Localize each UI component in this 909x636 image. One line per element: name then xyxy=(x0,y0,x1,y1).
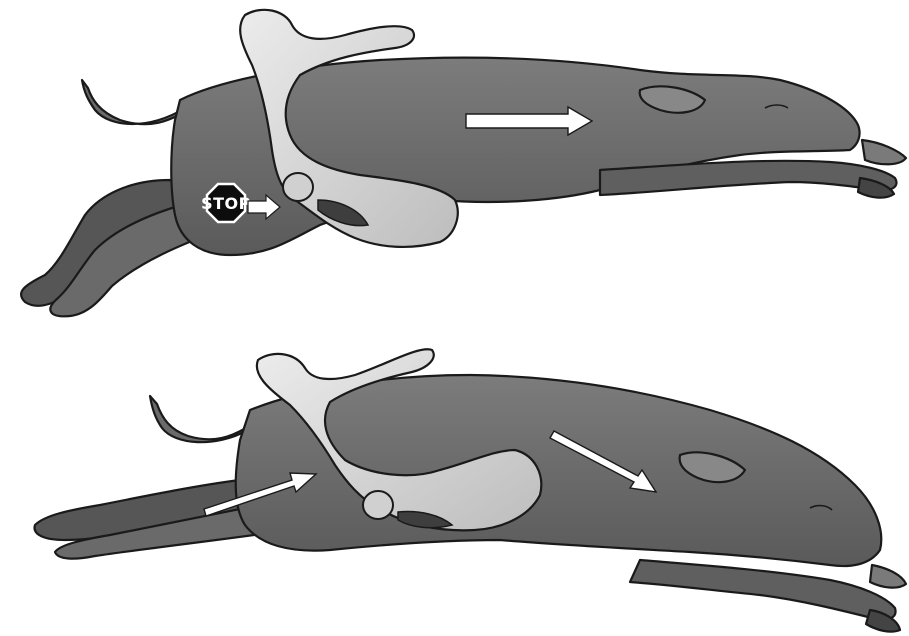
stop-sign-label: STOP xyxy=(201,194,251,213)
calf-tail-bottom xyxy=(150,396,248,442)
calf-tail-top xyxy=(82,80,185,124)
calf-hoof-bottom-1 xyxy=(870,565,906,588)
calf-front-leg-bottom xyxy=(630,560,896,620)
calf-hoof-top-1 xyxy=(862,140,906,164)
pelvis-socket-top xyxy=(283,173,313,201)
top-panel: STOP xyxy=(21,10,906,317)
calf-body-bottom xyxy=(236,375,882,566)
pelvis-socket-bottom xyxy=(363,491,393,519)
bottom-panel xyxy=(35,349,906,631)
